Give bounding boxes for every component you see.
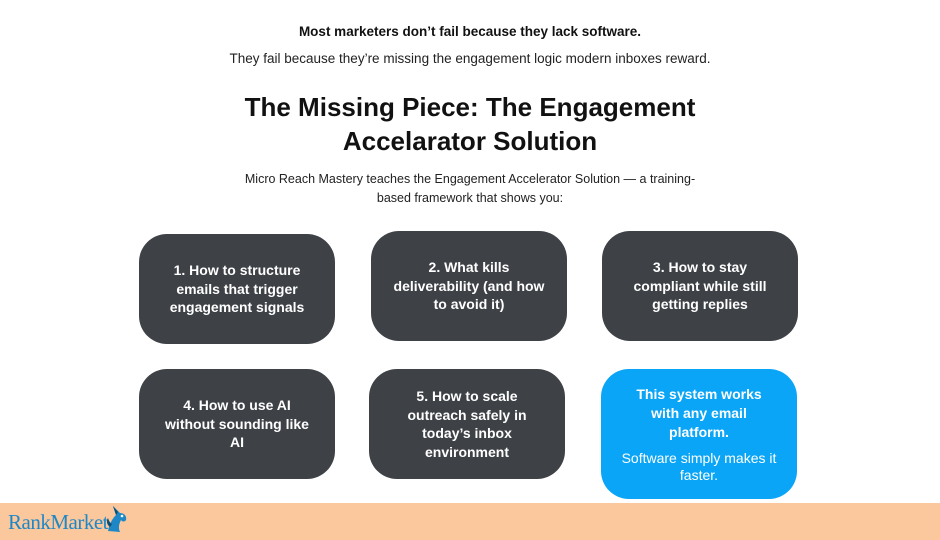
feature-card-4: 4. How to use AI without sounding like A… [139,369,335,479]
feature-card-5: 5. How to scale outreach safely in today… [369,369,565,479]
highlight-note: Software simply makes it faster. [621,449,777,483]
footer-bar [0,503,940,540]
unicorn-icon [104,503,130,538]
feature-card-1: 1. How to structure emails that trigger … [139,234,335,344]
page-title: The Missing Piece: The Engagement Accela… [244,92,696,156]
highlight-card: This system works with any email platfor… [601,369,797,499]
feature-card-3: 3. How to stay compliant while still get… [602,231,798,341]
highlight-headline: This system works with any email platfor… [636,385,762,440]
feature-card-2: 2. What kills deliverability (and how to… [371,231,567,341]
sub-text: They fail because they’re missing the en… [229,51,711,66]
intro-text: Micro Reach Mastery teaches the Engageme… [244,172,696,205]
lead-text: Most marketers don’t fail because they l… [298,24,642,39]
brand-logo[interactable]: RankMarket [8,503,130,538]
brand-name: RankMarket [8,509,108,534]
